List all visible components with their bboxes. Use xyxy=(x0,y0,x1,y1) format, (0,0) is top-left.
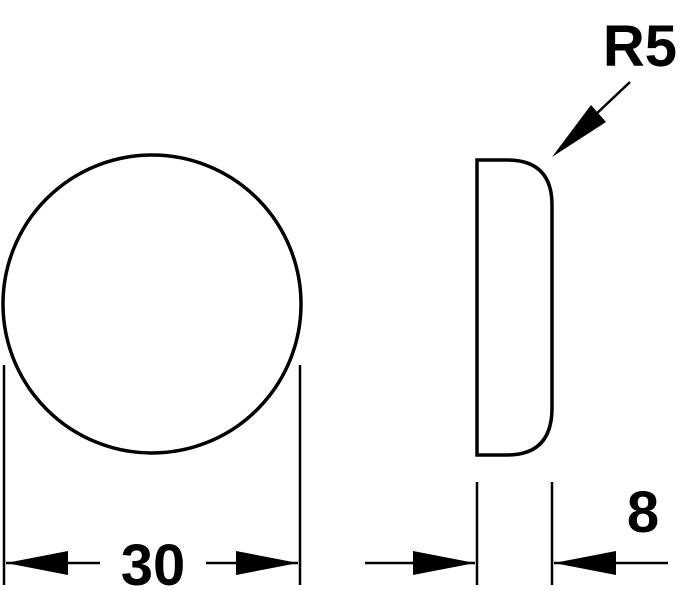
diameter-value: 30 xyxy=(121,533,186,590)
radius-arrow xyxy=(552,105,606,157)
cap-circle-outline xyxy=(1,153,303,455)
side-view xyxy=(475,158,554,457)
radius-callout: R5 xyxy=(552,14,677,157)
thickness-value: 8 xyxy=(627,480,659,545)
diameter-dimension: 30 xyxy=(2,365,302,590)
thickness-arrow-left xyxy=(413,551,475,575)
thickness-arrow-right xyxy=(554,551,616,575)
cap-side-profile xyxy=(475,158,554,457)
diameter-arrow-right xyxy=(236,551,298,575)
thickness-dimension: 8 xyxy=(365,480,668,585)
diameter-arrow-left xyxy=(6,551,68,575)
radius-value: R5 xyxy=(603,14,677,79)
front-view xyxy=(1,153,303,455)
